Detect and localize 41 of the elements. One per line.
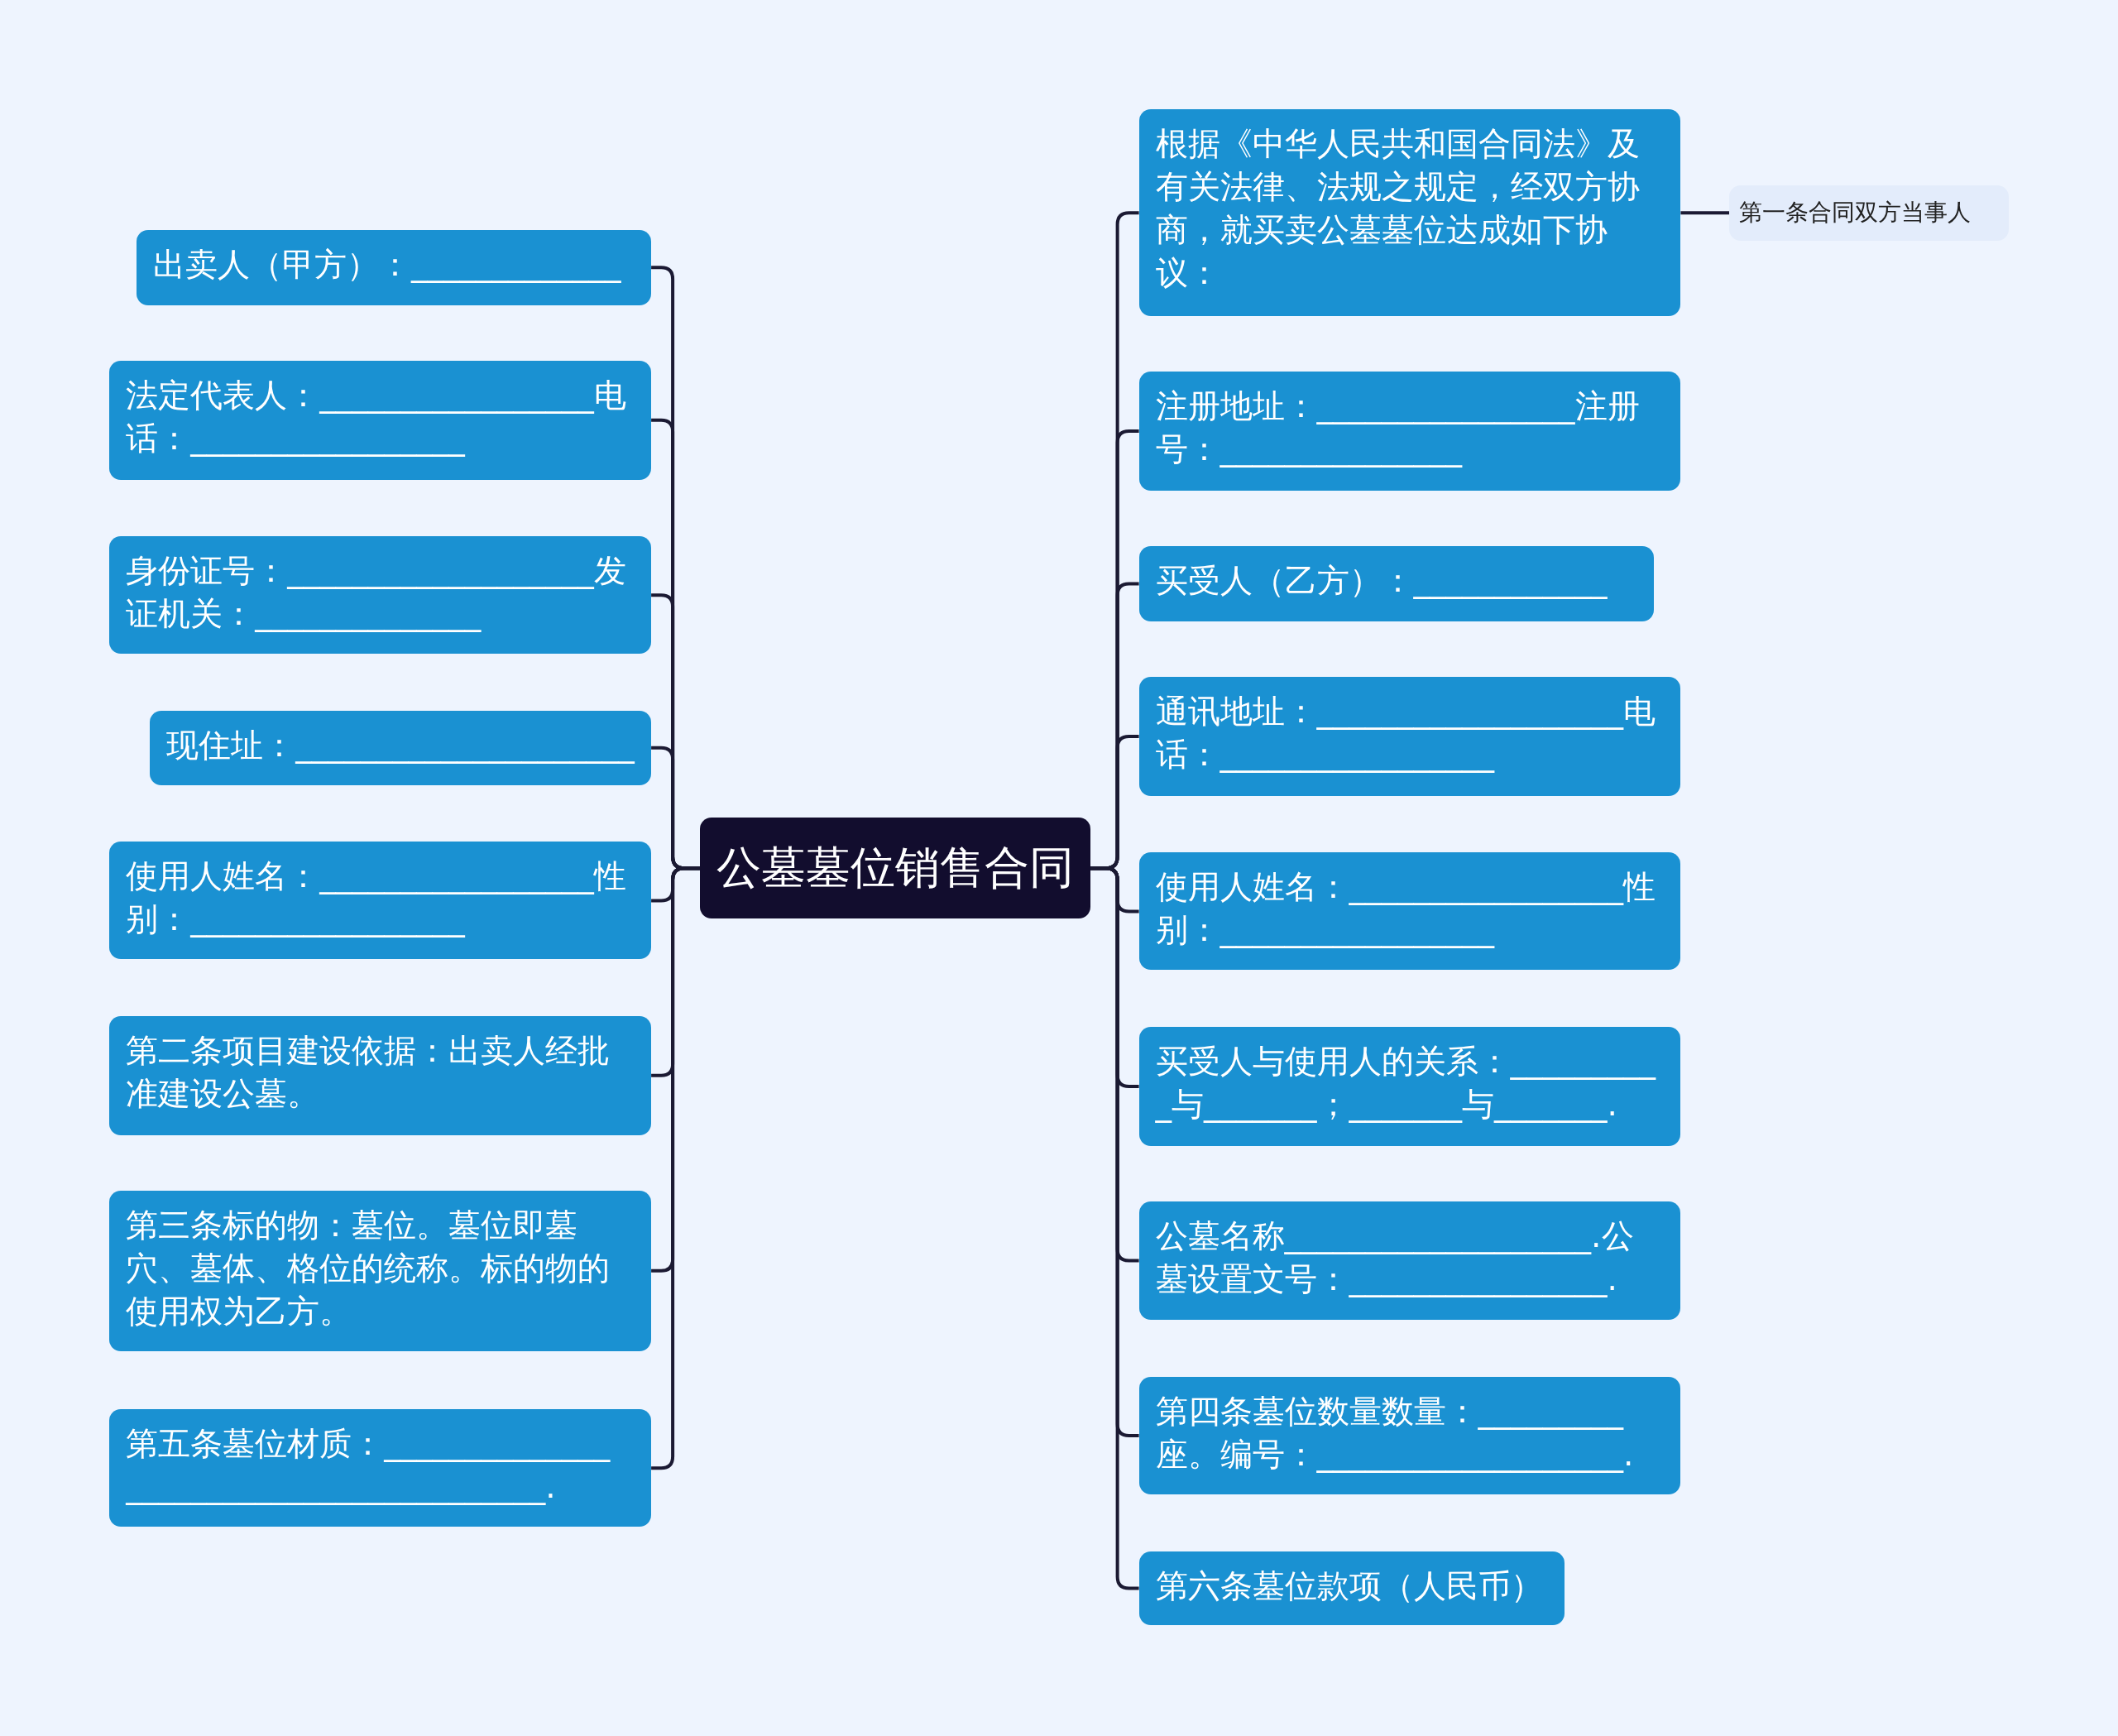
topic-text: 使用人姓名：_________________性别：_________________: [126, 856, 627, 940]
topic-box: [136, 229, 652, 306]
topic-box: [1138, 545, 1654, 622]
topic-text: 第五条墓位材质：______________ __________________________.: [126, 1424, 611, 1508]
connector-line: [1680, 211, 1730, 215]
topic-text: 第一条合同双方当事人: [1739, 198, 1972, 228]
topic-text: 第四条墓位数量数量：_________座。编号：___________________.: [1155, 1392, 1635, 1475]
topic-box: [109, 536, 652, 655]
topic-box: [109, 842, 652, 960]
topic-box: [150, 710, 652, 785]
topic-box: [109, 1409, 652, 1527]
topic-text: 法定代表人：_________________电话：_________________: [126, 376, 627, 458]
topic-box: [1138, 109, 1681, 317]
topic-box: [109, 1190, 652, 1351]
topic-text: 第三条标的物：墓位。墓位即墓穴、墓体、格位的统称。标的物的使用权为乙方。: [126, 1205, 611, 1331]
connector-line: [1090, 866, 1139, 1590]
topic-box: [1138, 1377, 1681, 1495]
topic-box: [1138, 1201, 1681, 1321]
topic-text: 现住址：_____________________: [166, 725, 635, 765]
connector-line: [651, 866, 700, 1470]
topic-text: 公墓墓位销售合同: [716, 841, 1074, 896]
topic-box: [109, 1016, 652, 1135]
topic-text: 出卖人（甲方）：_____________: [152, 244, 622, 285]
topic-text: 使用人姓名：_________________性别：_________________: [1155, 867, 1657, 951]
topic-text: 通讯地址：___________________电话：_________________: [1155, 692, 1657, 775]
topic-text: 身份证号：___________________发证机关：______________: [126, 551, 627, 635]
topic-box: [1138, 1027, 1681, 1146]
subtopic-box: [1729, 185, 2010, 241]
topic-text: 第二条项目建设依据：出卖人经批准建设公墓。: [126, 1031, 611, 1114]
topic-text: 注册地址：________________注册号：_______________: [1155, 386, 1641, 470]
topic-box: [109, 361, 652, 480]
topic-box: [1138, 852, 1681, 971]
topic-box: [1138, 1551, 1565, 1626]
central-topic: [699, 817, 1090, 919]
topic-text: 第六条墓位款项（人民币）: [1155, 1566, 1544, 1606]
topic-text: 根据《中华人民共和国合同法》及有关法律、法规之规定，经双方协商，就买卖公墓墓位达成如下协议：: [1155, 124, 1641, 294]
topic-box: [1138, 372, 1681, 491]
topic-text: 买受人（乙方）：____________: [1155, 560, 1608, 601]
topic-text: 公墓名称___________________.公墓设置文号：________________.: [1155, 1216, 1635, 1299]
topic-box: [1138, 677, 1681, 796]
topic-text: 买受人与使用人的关系：__________与_______；_______与_______.: [1155, 1042, 1657, 1125]
